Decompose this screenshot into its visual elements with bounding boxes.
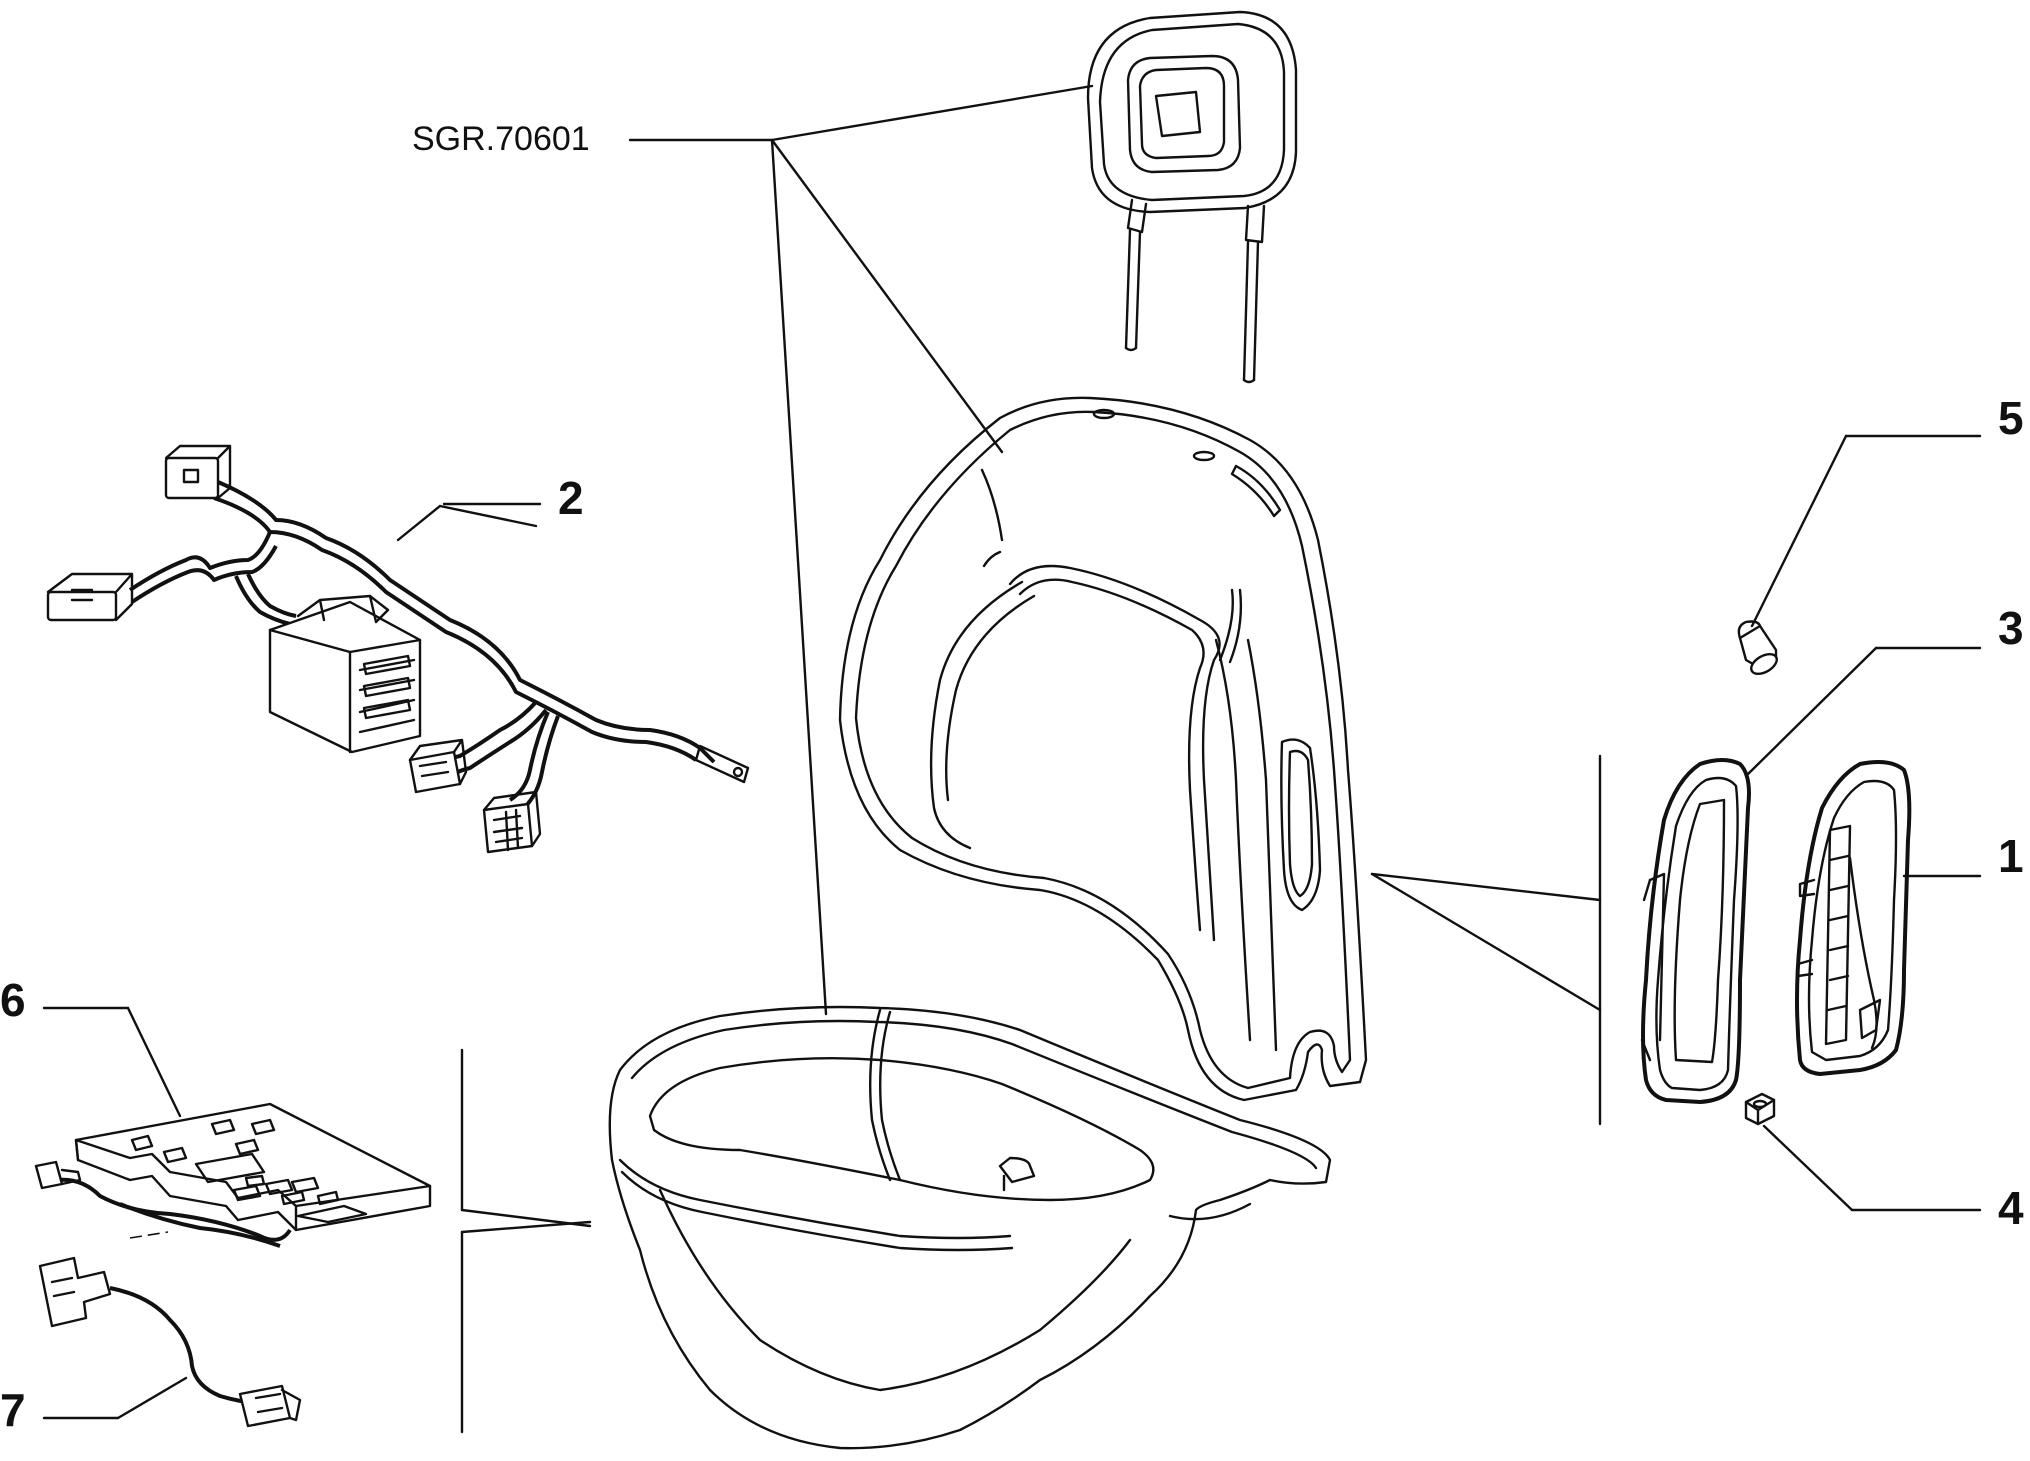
leader-7b: [116, 1376, 188, 1420]
part-2-wiring-harness: [46, 444, 750, 854]
part-4-nut: [1744, 1092, 1776, 1126]
part-3-side-panel: [1640, 758, 1751, 1104]
callout-2: 2: [558, 472, 584, 524]
reference-leader: [628, 84, 1094, 1016]
part-6-seat-heating-pad: [34, 1102, 432, 1248]
callout-3: 3: [1998, 602, 2024, 654]
leader-2b: [396, 504, 442, 542]
seat-cushion-cover: [608, 1005, 1332, 1450]
reference-code-label: SGR.70601: [412, 120, 590, 158]
leader-3a: [1744, 646, 1878, 778]
leader-5a: [1750, 434, 1848, 628]
bracket-cushion-parts: [460, 1048, 592, 1434]
callout-5: 5: [1998, 392, 2024, 444]
bracket-backrest-parts: [1370, 754, 1602, 1126]
leader-2: [438, 504, 538, 528]
callout-6: 6: [0, 974, 26, 1026]
headrest: [1086, 10, 1298, 384]
part-7-connector-cable: [38, 1256, 302, 1428]
leader-6b: [126, 1006, 182, 1118]
part-1-side-trim: [1795, 760, 1912, 1076]
callout-7: 7: [0, 1384, 26, 1436]
part-5-plug: [1737, 620, 1778, 676]
callout-1: 1: [1998, 830, 2024, 882]
callout-4: 4: [1998, 1182, 2024, 1234]
leader-4a: [1762, 1124, 1854, 1212]
seat-back-cover: [838, 396, 1368, 1102]
